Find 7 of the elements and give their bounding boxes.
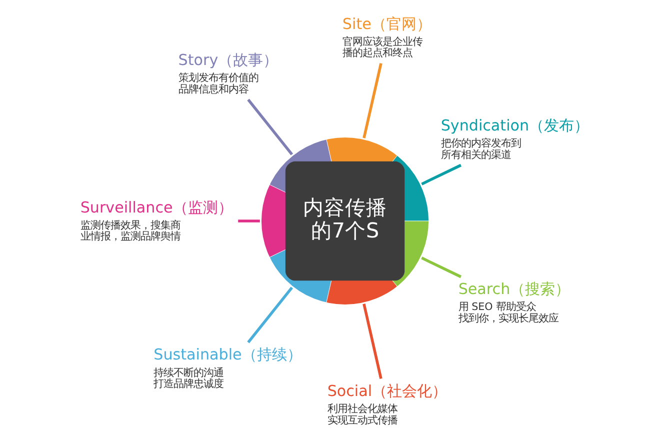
node-text: Story（故事） 策划发布有价值的品牌信息和内容	[178, 51, 278, 96]
node-text: Surveillance（监测） 监测传播效果，搜集商业情报，监测品牌舆情	[80, 198, 233, 243]
node-text: Search（搜索） 用 SEO 帮助受众找到你，实现长尾效应	[458, 280, 570, 324]
node-text: Site（官网） 官网应该是企业传播的起点和终点	[342, 14, 432, 59]
node-text: Syndication（发布） 把你的内容发布到所有相关的渠道	[440, 116, 590, 161]
node-text: Social（社会化） 利用社会化媒体实现互动式传播	[327, 382, 448, 426]
node-text: Sustainable（持续） 持续不断的沟通打造品牌忠诚度	[154, 346, 302, 390]
